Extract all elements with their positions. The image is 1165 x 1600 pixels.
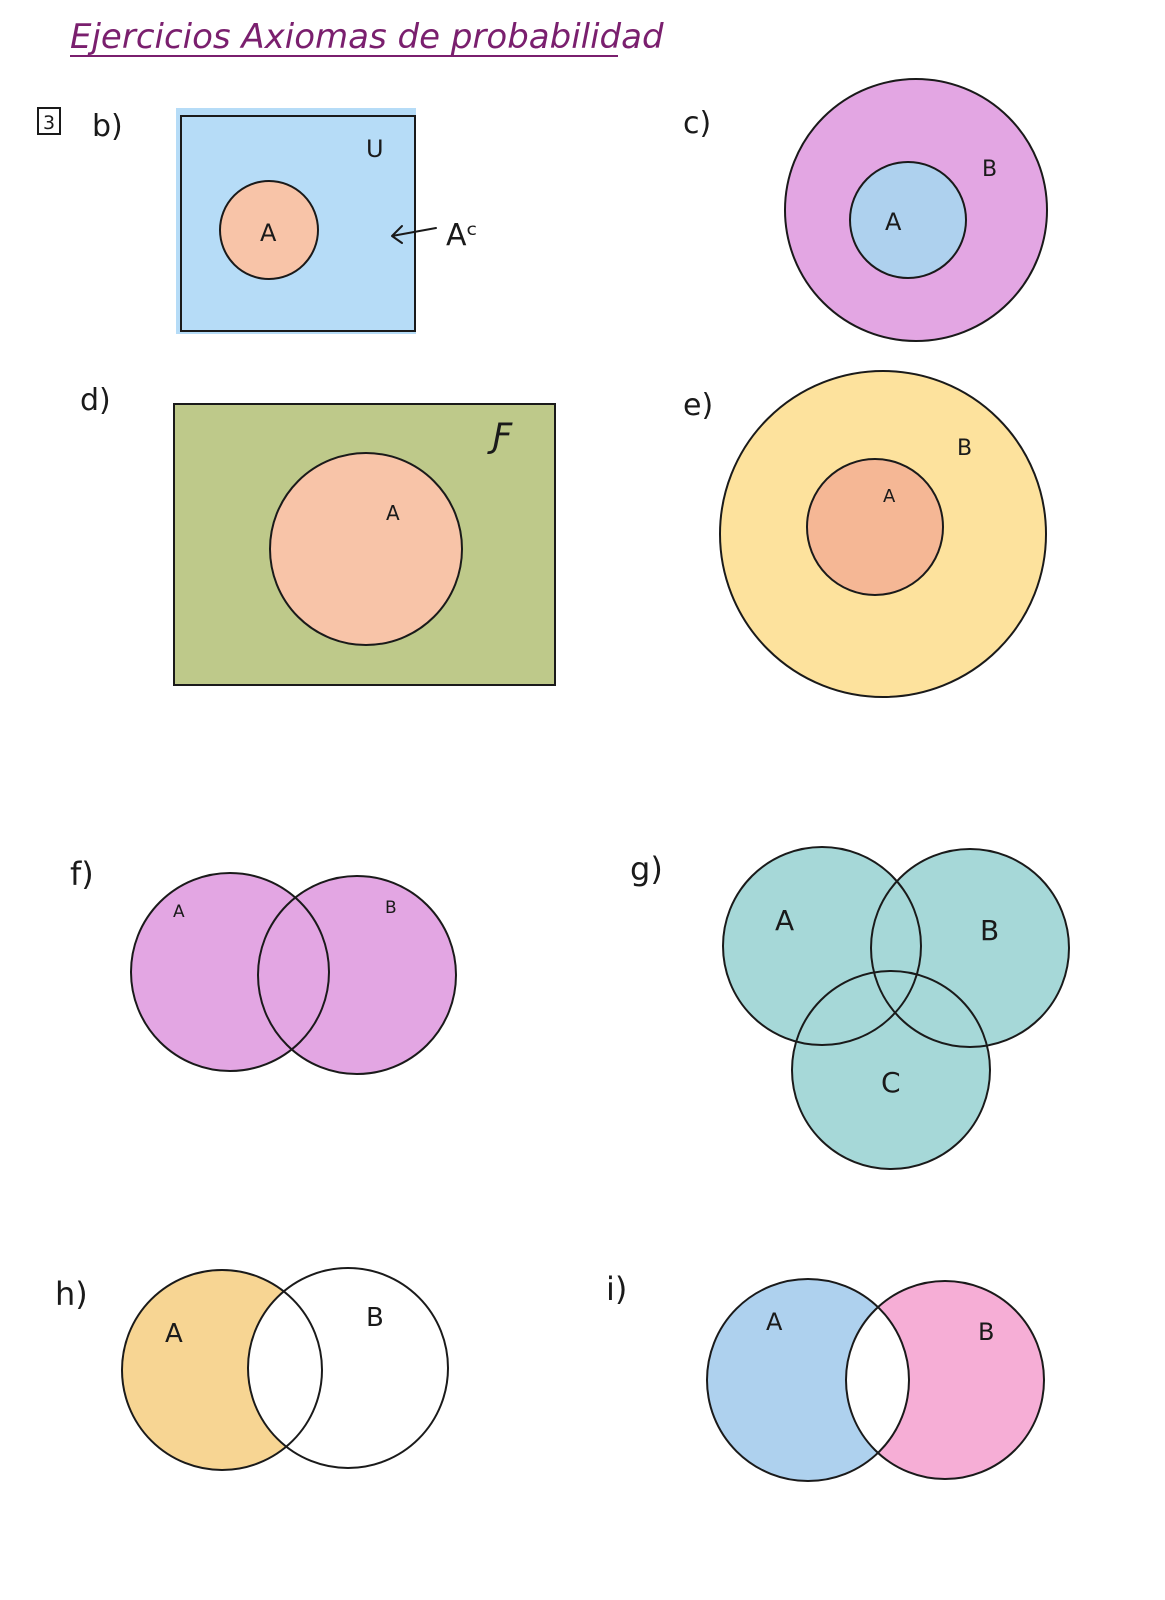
panel-b-complement-label: Aᶜ xyxy=(446,218,478,253)
panel-h-set-a-circle xyxy=(121,1269,323,1471)
exercise-number: 3 xyxy=(43,112,55,134)
panel-g-set-b-circle xyxy=(870,848,1070,1048)
panel-g-set-c-circle xyxy=(791,970,991,1170)
panel-e: e) B A xyxy=(683,370,1047,698)
panel-g-set-c-label: C xyxy=(881,1066,901,1099)
panel-h: h) A B xyxy=(55,1267,449,1471)
panel-b-arrow-icon xyxy=(391,225,437,244)
panel-h-intersection-blank xyxy=(248,1270,322,1468)
panel-i-set-a-label: A xyxy=(766,1308,783,1336)
panel-f-set-b-label: B xyxy=(385,898,397,918)
panel-f-label: f) xyxy=(70,855,94,893)
panel-f-set-b-circle xyxy=(257,875,457,1075)
panel-e-set-a-label: A xyxy=(883,486,896,507)
panel-f: f) A B xyxy=(70,855,457,1075)
panel-e-set-a-circle xyxy=(806,458,944,596)
panel-h-set-b-label: B xyxy=(366,1303,384,1333)
panel-b-set-a-label: A xyxy=(260,219,277,247)
panel-i-set-b-label: B xyxy=(978,1318,994,1346)
panel-f-set-a-circle xyxy=(130,872,330,1072)
panel-e-label: e) xyxy=(683,388,713,423)
panel-g-set-c-fill xyxy=(792,971,990,1169)
panel-c-label: c) xyxy=(683,106,711,141)
panel-g-label: g) xyxy=(630,850,663,888)
panel-h-set-a-label: A xyxy=(165,1319,183,1349)
panel-i-set-b-circle xyxy=(845,1280,1045,1480)
panel-c-set-a-circle xyxy=(849,161,967,279)
panel-c-set-b-label: B xyxy=(982,157,997,182)
page-title: Ejercicios Axiomas de probabilidad xyxy=(70,17,664,57)
panel-b-universe-rect xyxy=(180,115,416,332)
panel-c: c) B A xyxy=(683,78,1048,342)
panel-e-set-b-label: B xyxy=(957,436,972,461)
panel-d-label: d) xyxy=(80,383,111,418)
panel-g-set-a-label: A xyxy=(775,904,794,937)
panel-i: i) A B xyxy=(606,1270,1045,1482)
exercise-number-box xyxy=(37,107,61,135)
panel-i-label: i) xyxy=(606,1270,627,1308)
panel-d-set-a-label: A xyxy=(386,501,400,525)
panel-f-set-a-label: A xyxy=(173,902,185,922)
panel-g: g) A B C xyxy=(630,846,1070,1170)
panel-b-universe-label: U xyxy=(366,135,384,163)
panel-b-set-a-circle xyxy=(219,180,319,280)
panel-i-set-a-circle xyxy=(706,1278,910,1482)
panel-i-set-a-fill xyxy=(707,1279,909,1481)
panel-d-set-a-circle xyxy=(269,452,463,646)
panel-f-set-b-fill xyxy=(258,876,456,1074)
panel-b: b) U A Aᶜ xyxy=(92,108,478,334)
panel-c-set-a-label: A xyxy=(885,208,902,236)
panel-b-label: b) xyxy=(92,109,123,144)
panel-h-set-b-circle xyxy=(247,1267,449,1469)
panel-h-label: h) xyxy=(55,1275,88,1313)
panel-g-set-b-label: B xyxy=(980,914,999,947)
panel-d: d) Ƒ A xyxy=(80,383,556,686)
panel-d-universe-label: Ƒ xyxy=(487,416,513,456)
panel-g-set-a-circle xyxy=(722,846,922,1046)
